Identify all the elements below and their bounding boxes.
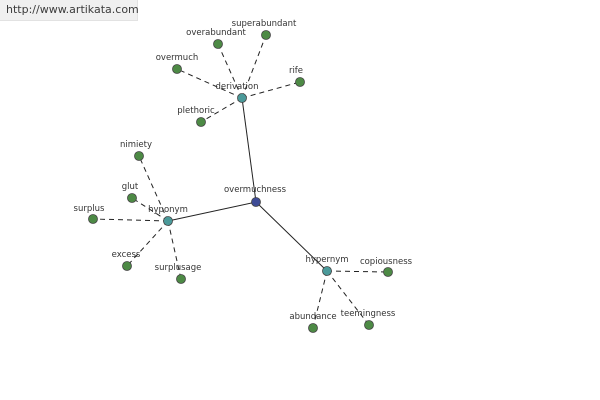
- edge-derivation-to-overabundant: [217, 43, 243, 99]
- leaf-node-rife[interactable]: [295, 77, 305, 87]
- edge-hypernym-to-copiousness: [326, 270, 389, 273]
- leaf-node-surplus[interactable]: [88, 214, 98, 224]
- leaf-label-rife[interactable]: rife: [289, 66, 303, 76]
- leaf-label-teemingness[interactable]: teemingness: [341, 309, 396, 319]
- leaf-node-nimiety[interactable]: [134, 151, 144, 161]
- leaf-node-overabundant[interactable]: [213, 39, 223, 49]
- edges-layer: [92, 34, 389, 329]
- leaf-node-overmuch[interactable]: [172, 64, 182, 74]
- edge-hyponym-to-surplusage: [167, 220, 182, 280]
- leaf-label-surplus[interactable]: surplus: [74, 204, 105, 214]
- relation-label-derivation[interactable]: derivation: [215, 82, 258, 92]
- leaf-node-teemingness[interactable]: [364, 320, 374, 330]
- edge-derivation-to-overmuch: [176, 68, 243, 99]
- edge-center-to-hyponym: [167, 201, 257, 222]
- edge-hyponym-to-surplus: [92, 218, 169, 222]
- edge-derivation-to-rife: [241, 81, 301, 99]
- edge-hypernym-to-teemingness: [326, 270, 370, 326]
- leaf-node-glut[interactable]: [127, 193, 137, 203]
- center-label-overmuchness[interactable]: overmuchness: [224, 185, 287, 195]
- leaf-node-surplusage[interactable]: [176, 274, 186, 284]
- edge-center-to-hypernym: [255, 201, 328, 272]
- edge-hypernym-to-abundance: [312, 270, 328, 329]
- leaf-label-excess[interactable]: excess: [112, 250, 141, 260]
- leaf-label-copiousness[interactable]: copiousness: [360, 257, 413, 267]
- relation-node-hyponym[interactable]: [163, 216, 173, 226]
- leaf-label-overabundant[interactable]: overabundant: [186, 28, 246, 38]
- leaf-label-surplusage[interactable]: surplusage: [155, 263, 202, 273]
- nodes-layer: [88, 30, 393, 333]
- edge-hyponym-to-excess: [126, 220, 169, 267]
- relation-node-hypernym[interactable]: [322, 266, 332, 276]
- leaf-node-plethoric[interactable]: [196, 117, 206, 127]
- edge-center-to-derivation: [241, 97, 257, 203]
- leaf-label-superabundant[interactable]: superabundant: [232, 19, 297, 29]
- center-node-overmuchness[interactable]: [251, 197, 261, 207]
- leaf-label-plethoric[interactable]: plethoric: [177, 106, 215, 116]
- edge-derivation-to-plethoric: [200, 97, 243, 123]
- leaf-label-glut[interactable]: glut: [122, 182, 139, 192]
- leaf-node-copiousness[interactable]: [383, 267, 393, 277]
- relation-label-hypernym[interactable]: hypernym: [305, 255, 348, 265]
- edge-hyponym-to-nimiety: [138, 155, 169, 222]
- edge-hyponym-to-glut: [131, 197, 169, 222]
- relation-node-derivation[interactable]: [237, 93, 247, 103]
- leaf-node-superabundant[interactable]: [261, 30, 271, 40]
- leaf-node-abundance[interactable]: [308, 323, 318, 333]
- leaf-label-abundance[interactable]: abundance: [289, 312, 336, 322]
- leaf-node-excess[interactable]: [122, 261, 132, 271]
- relation-label-hyponym[interactable]: hyponym: [148, 205, 188, 215]
- leaf-label-overmuch[interactable]: overmuch: [156, 53, 199, 63]
- edge-derivation-to-superabundant: [241, 34, 267, 99]
- site-url-banner[interactable]: http://www.artikata.com: [0, 0, 139, 21]
- leaf-label-nimiety[interactable]: nimiety: [120, 140, 152, 150]
